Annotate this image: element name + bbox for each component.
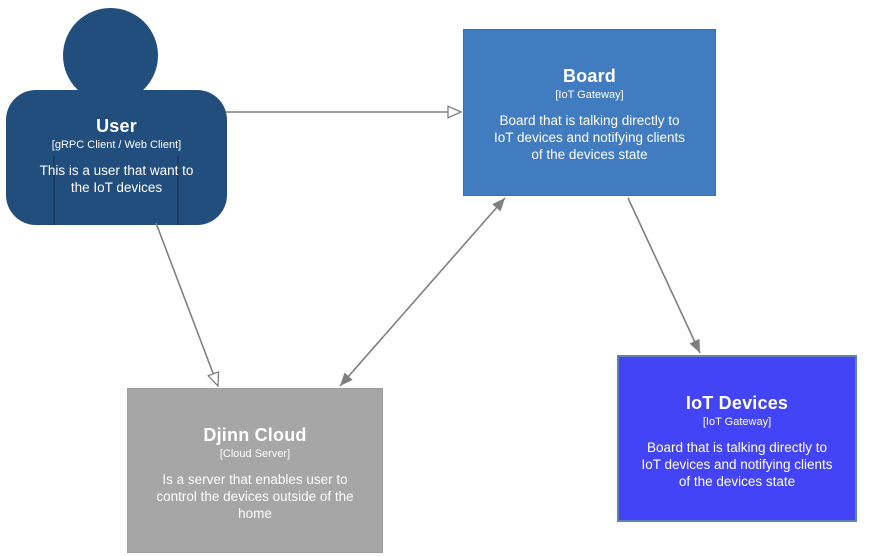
node-board-description: Board that is talking directly to IoT de… — [493, 113, 686, 162]
person-head-icon — [63, 8, 158, 103]
node-board: Board [IoT Gateway] Board that is talkin… — [463, 29, 716, 196]
node-user: User [gRPC Client / Web Client] This is … — [0, 0, 234, 232]
open-arrowhead-icon — [447, 105, 463, 119]
node-user-title: User — [96, 116, 137, 136]
node-djinn-cloud: Djinn Cloud [Cloud Server] Is a server t… — [127, 388, 383, 553]
person-arm-line — [177, 156, 179, 225]
node-user-description: This is a user that want to the IoT devi… — [39, 163, 194, 195]
edge-user-to-djinn-cloud — [155, 222, 220, 388]
filled-arrowhead-icon — [340, 372, 353, 386]
node-iot-devices-subtitle: [IoT Gateway] — [702, 416, 772, 428]
edge-board-to-iot-devices — [627, 197, 701, 354]
node-board-subtitle: [IoT Gateway] — [555, 89, 624, 101]
node-djinn-cloud-description: Is a server that enables user to control… — [156, 472, 354, 521]
node-djinn-cloud-subtitle: [Cloud Server] — [219, 448, 291, 460]
node-iot-devices: IoT Devices [IoT Gateway] Board that is … — [617, 355, 857, 522]
node-iot-devices-title: IoT Devices — [685, 393, 789, 413]
edge-user-to-board — [226, 105, 463, 119]
person-arm-line — [53, 156, 55, 225]
node-djinn-cloud-title: Djinn Cloud — [203, 425, 307, 445]
node-board-title: Board — [562, 66, 616, 86]
node-user-subtitle: [gRPC Client / Web Client] — [51, 139, 182, 151]
person-body: User [gRPC Client / Web Client] This is … — [6, 90, 227, 225]
filled-arrowhead-icon — [492, 198, 505, 212]
node-iot-devices-description: Board that is talking directly to IoT de… — [641, 440, 833, 489]
edge-djinn-cloud-to-board — [339, 197, 506, 387]
filled-arrowhead-icon — [689, 338, 700, 353]
open-arrowhead-icon — [207, 370, 220, 388]
